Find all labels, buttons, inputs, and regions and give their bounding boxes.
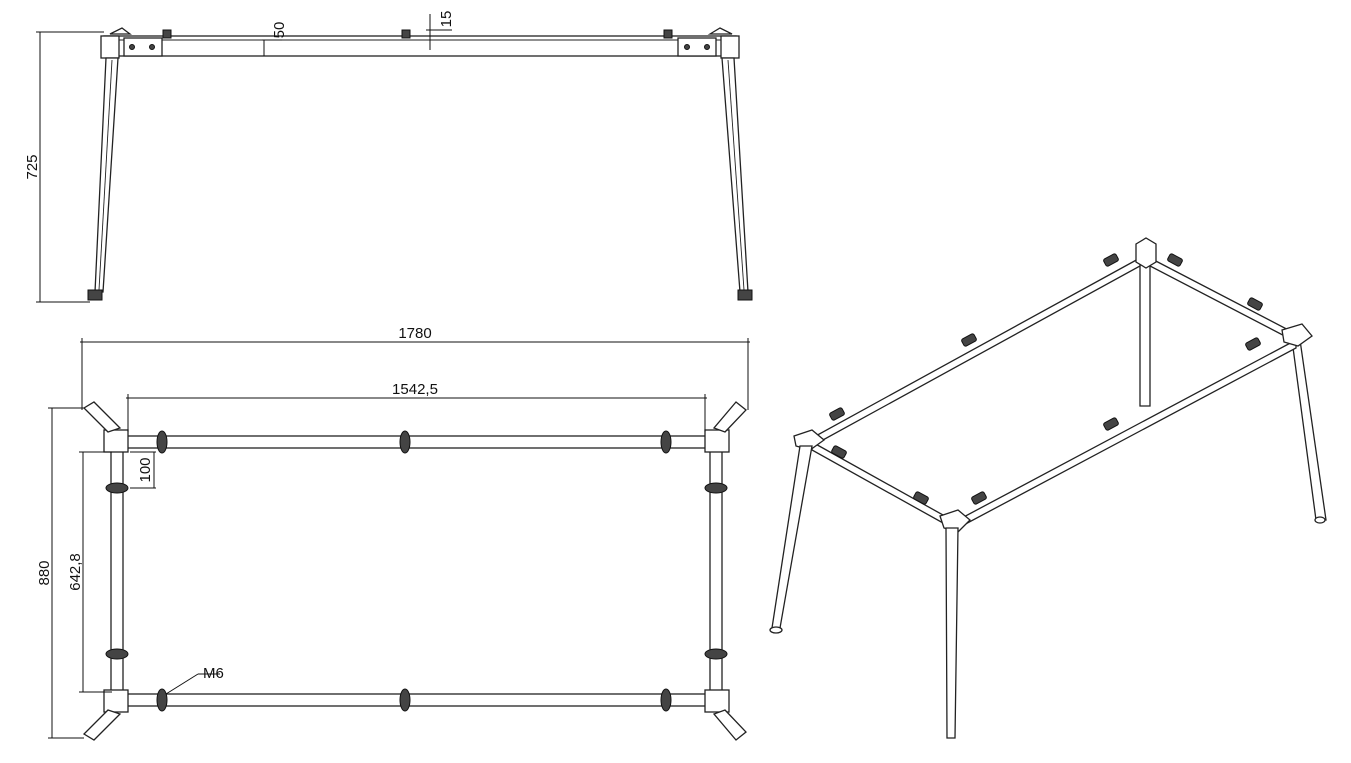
iso-clip [961,333,977,347]
front-right-leg [721,57,749,293]
plan-leg-bottom-left [82,709,122,741]
front-right-foot [737,289,753,301]
iso-corner-left [793,429,826,451]
top-tube-dimension-label: 50 [271,22,288,39]
iso-leg-front-right [945,527,959,739]
iso-clip [1245,337,1261,351]
iso-clip [971,491,987,505]
plan-leg-top-right [712,401,747,433]
front-top-rail [103,35,737,57]
plan-clamp [105,648,129,660]
front-left-leg [94,57,119,293]
plan-corner-bottom-right [704,689,730,713]
iso-clip [1103,417,1119,431]
plan-rail-bottom [110,693,723,707]
plan-corner-bottom-left [103,689,129,713]
thread-callout-label: M6 [203,665,224,682]
iso-clip [829,407,845,421]
iso-rail-back-long [811,256,1141,448]
iso-corner-front [939,509,971,533]
overall-width-label: 880 [36,560,53,585]
iso-clip [831,445,847,459]
front-left-foot [87,289,103,301]
plan-corner-top-right [704,429,730,453]
plan-leg-top-left [82,401,122,433]
iso-leg-back-right [1291,339,1327,521]
iso-rail-back-short [1149,256,1301,346]
plan-clamp [156,430,168,454]
iso-corner-right [1281,323,1313,347]
front-clip-middle [401,29,411,39]
iso-corner-back [1135,237,1157,269]
front-clip-small [162,29,172,39]
top-plan-view: 1780 1542,5 880 642,8 100 M6 [36,325,750,741]
plan-clamp [660,688,672,712]
tube-gap-dimension-label: 15 [438,11,455,28]
clamp-offset-label: 100 [137,457,154,482]
front-left-clip [109,27,132,35]
front-right-bracket [677,37,717,57]
inner-length-label: 1542,5 [392,381,438,398]
plan-clamp [105,482,129,494]
inner-width-label: 642,8 [67,553,84,591]
isometric-view [769,237,1327,739]
front-right-clip [707,27,733,35]
height-dimension-label: 725 [24,154,41,179]
plan-rail-top [110,435,723,449]
thread-callout-leader [165,673,199,695]
iso-clip [1247,297,1263,311]
plan-leg-bottom-right [712,709,747,741]
iso-clip [1103,253,1119,267]
front-left-corner-block [100,35,120,59]
plan-clamp [399,430,411,454]
plan-clamp [399,688,411,712]
plan-clamp [704,648,728,660]
plan-clamp [156,688,168,712]
front-left-bracket [123,37,163,57]
iso-rail-front-long [957,338,1297,530]
iso-clip [913,491,929,505]
plan-clamp [660,430,672,454]
iso-leg-front-left [771,445,813,629]
front-right-corner-block [720,35,740,59]
plan-corner-top-left [103,429,129,453]
overall-length-label: 1780 [398,325,431,342]
front-elevation-view: 725 50 15 [24,11,753,303]
iso-rail-front-short [811,440,953,530]
plan-clamp [704,482,728,494]
iso-clip [1167,253,1183,267]
front-clip-small-right [663,29,673,39]
iso-leg-back-left [1139,257,1151,407]
